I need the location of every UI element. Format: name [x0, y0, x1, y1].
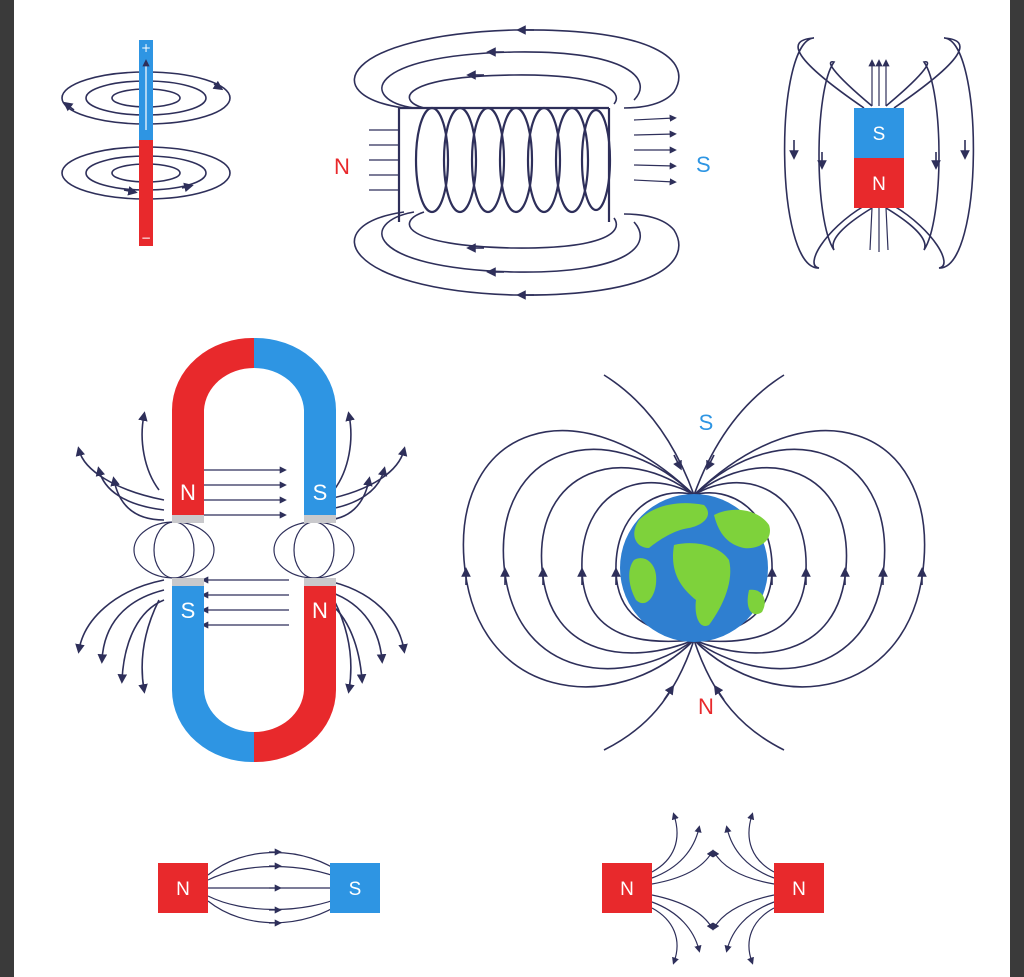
bar-magnet-north-pole	[854, 158, 904, 208]
top-horseshoe-north-arm	[171, 337, 254, 515]
top-horseshoe-north-label: N	[180, 480, 196, 505]
top-horseshoe-south-arm	[254, 337, 337, 515]
solenoid-coil	[397, 106, 612, 222]
bar-magnet-north-label: N	[872, 174, 886, 195]
attraction-north-label: N	[176, 879, 190, 900]
attraction-north-magnet	[158, 863, 208, 913]
bar-magnet-south-label: S	[873, 124, 886, 145]
bottom-horseshoe-south-arm	[172, 586, 254, 763]
solenoid-inner-field-lines	[369, 114, 677, 191]
horseshoe-magnets-diagram: N S S N	[75, 337, 408, 763]
repulsion-left-north-magnet	[602, 863, 652, 913]
top-horseshoe-left-tip	[172, 515, 204, 523]
solenoid-diagram: N S	[334, 25, 711, 300]
attraction-field-lines	[207, 848, 345, 927]
bottom-horseshoe-left-tip	[172, 578, 204, 586]
bar-magnet-diagram: S N	[783, 37, 975, 269]
bottom-horseshoe-south-label: S	[181, 598, 196, 623]
repulsion-left-north-label: N	[620, 879, 634, 900]
earth-south-label: S	[699, 410, 714, 435]
top-horseshoe-south-label: S	[313, 480, 328, 505]
wire-negative-segment	[139, 140, 153, 246]
attraction-south-label: S	[349, 879, 362, 900]
diagram-canvas: + −	[14, 0, 1010, 977]
bar-magnet-field-lines	[783, 37, 975, 269]
earth-continents	[629, 503, 770, 626]
earth-field-diagram: S N	[461, 374, 927, 751]
wire-minus-sign: −	[141, 231, 151, 245]
solenoid-south-label: S	[696, 152, 711, 177]
top-horseshoe-right-tip	[304, 515, 336, 523]
bar-magnet-south-pole	[854, 108, 904, 158]
earth-north-label: N	[698, 694, 714, 719]
bottom-horseshoe-north-arm	[254, 586, 337, 763]
repulsion-right-north-magnet	[774, 863, 824, 913]
wire-field-diagram: + −	[61, 40, 231, 246]
repulsion-right-north-label: N	[792, 879, 806, 900]
attraction-diagram: N S	[158, 848, 380, 927]
bottom-horseshoe-north-label: N	[312, 598, 328, 623]
repulsion-field-lines	[651, 812, 775, 965]
wire-plus-sign: +	[141, 41, 151, 55]
bottom-horseshoe-right-tip	[304, 578, 336, 586]
solenoid-north-label: N	[334, 154, 350, 179]
horseshoe-outer-field-lines	[75, 411, 408, 694]
repulsion-diagram: N N	[602, 812, 824, 965]
magnetic-fields-illustration: + −	[61, 25, 975, 965]
solenoid-outer-field-lines	[353, 25, 680, 300]
attraction-south-magnet	[330, 863, 380, 913]
